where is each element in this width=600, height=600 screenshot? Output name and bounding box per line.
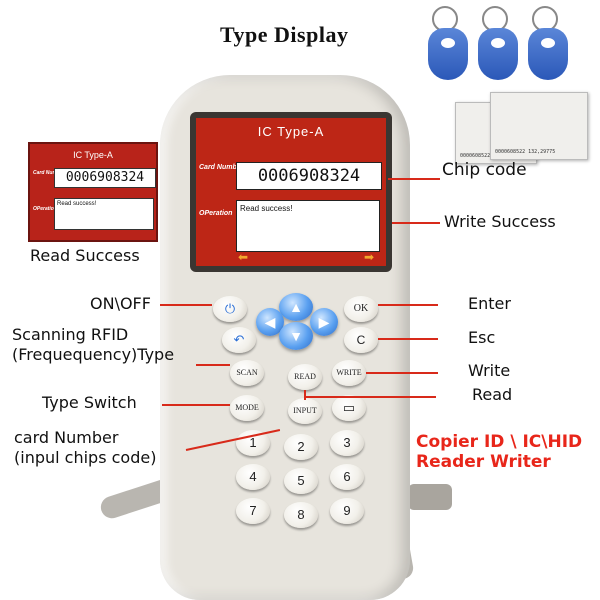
key-7[interactable]: 7 — [236, 498, 270, 524]
card-number-label-line1: card Number — [14, 428, 119, 447]
copier-label-line2: Reader Writer — [416, 452, 551, 472]
key-4[interactable]: 4 — [236, 464, 270, 490]
scan-pointer — [196, 364, 230, 366]
esc-label: Esc — [468, 328, 496, 347]
square-button[interactable]: ▭ — [332, 395, 366, 421]
square-icon: ▭ — [342, 400, 356, 415]
chip-code-pointer — [388, 178, 440, 180]
key-3[interactable]: 3 — [330, 430, 364, 456]
keyfob-tag — [478, 28, 518, 80]
power-icon: ⏻ — [224, 301, 236, 316]
keyfob-tag — [528, 28, 568, 80]
page-title: Type Display — [220, 22, 349, 47]
write-success-label: Write Success — [444, 212, 556, 231]
write-label: Write — [468, 361, 511, 380]
rfid-card: 0000608522 132,29775 — [490, 92, 588, 160]
write-success-pointer — [392, 222, 440, 224]
type-switch-label: Type Switch — [42, 393, 137, 412]
nav-down-button[interactable]: ▼ — [279, 322, 313, 350]
power-button[interactable]: ⏻ — [213, 296, 247, 322]
nav-up-button[interactable]: ▲ — [279, 293, 313, 321]
read-label: Read — [472, 385, 513, 404]
mode-button[interactable]: MODE — [230, 395, 264, 421]
enter-label: Enter — [468, 294, 511, 313]
esc-pointer — [378, 338, 438, 340]
strap-clip — [408, 484, 452, 510]
scanning-label-line1: Scanning RFID — [12, 325, 129, 344]
c-button[interactable]: C — [344, 327, 378, 353]
key-6[interactable]: 6 — [330, 464, 364, 490]
read-pointer — [304, 396, 436, 398]
up-arrow-icon: ▲ — [289, 299, 303, 315]
read-success-label: Read Success — [30, 246, 140, 265]
card-number-label-line2: (inpul chips code) — [14, 448, 157, 467]
on-off-label: ON\OFF — [90, 294, 151, 313]
chip-code-label: Chip code — [442, 160, 527, 180]
back-icon: ↶ — [233, 332, 245, 347]
write-pointer — [366, 372, 438, 374]
read-pointer-v — [304, 390, 306, 400]
type-switch-pointer — [162, 404, 230, 406]
read-success-screen-inset: IC Type-A Card Number 0006908324 OPerati… — [28, 142, 158, 242]
key-2[interactable]: 2 — [284, 434, 318, 460]
left-arrow-icon: ◀ — [264, 314, 276, 330]
key-5[interactable]: 5 — [284, 468, 318, 494]
device-screen: IC Type-A Card Number 0006908324 OPerati… — [196, 118, 386, 266]
scanning-label-line2: (Frequequency)Type — [12, 345, 175, 364]
on-off-pointer — [160, 304, 212, 306]
right-arrow-icon: ▶ — [318, 314, 330, 330]
enter-pointer — [378, 304, 438, 306]
right-arrow-icon: ➡ — [364, 250, 375, 264]
back-button[interactable]: ↶ — [222, 327, 256, 353]
key-8[interactable]: 8 — [284, 502, 318, 528]
write-button[interactable]: WRITE — [332, 360, 366, 386]
input-button[interactable]: INPUT — [288, 398, 322, 424]
left-arrow-icon: ⬅ — [238, 250, 249, 264]
nav-right-button[interactable]: ▶ — [310, 308, 338, 336]
key-9[interactable]: 9 — [330, 498, 364, 524]
copier-label-line1: Copier ID \ IC\HID — [416, 432, 583, 452]
down-arrow-icon: ▼ — [289, 328, 303, 344]
ok-button[interactable]: OK — [344, 296, 378, 322]
scan-button[interactable]: SCAN — [230, 360, 264, 386]
keyfob-tag — [428, 28, 468, 80]
read-button[interactable]: READ — [288, 364, 322, 390]
